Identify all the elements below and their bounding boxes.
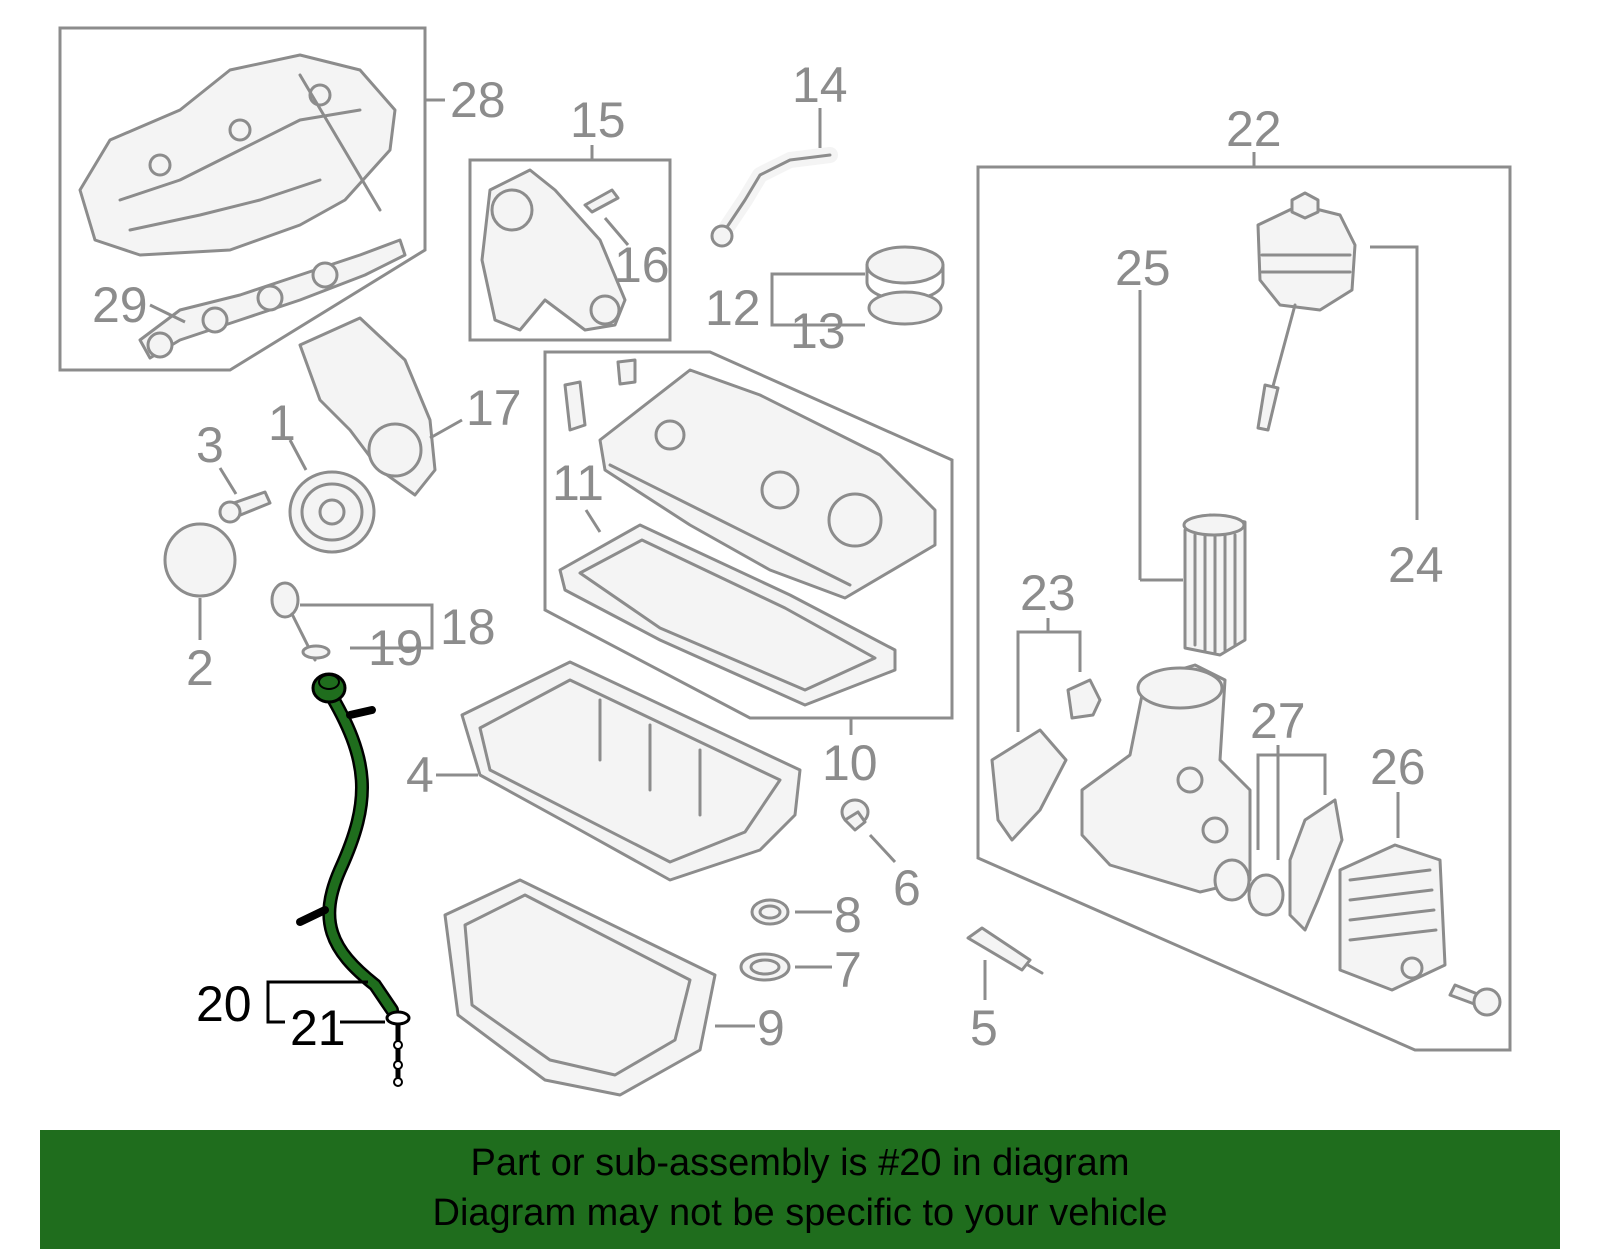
bolt-part-3 [218, 490, 272, 524]
label-9: 9 [757, 1000, 785, 1056]
leader-23-left [1016, 618, 1050, 732]
label-27: 27 [1250, 693, 1306, 749]
label-4: 4 [406, 747, 434, 803]
gasket-part-27c [1288, 798, 1344, 932]
label-21: 21 [290, 1000, 346, 1056]
drain-plug-part-6 [840, 798, 870, 832]
group-box-22 [976, 165, 1512, 1052]
leader-6 [868, 833, 897, 864]
label-24: 24 [1388, 537, 1444, 593]
label-19: 19 [368, 620, 424, 676]
dipstick-tube-part-20[interactable] [296, 672, 399, 1017]
label-1: 1 [268, 395, 296, 451]
seal-part-19 [301, 644, 331, 660]
label-2: 2 [186, 640, 214, 696]
leader-21-bracket [266, 1000, 285, 1024]
label-5: 5 [970, 1000, 998, 1056]
oil-pan-upper-part-4 [460, 660, 802, 882]
leader-3 [218, 467, 238, 495]
label-6: 6 [893, 860, 921, 916]
leader-27-left [1256, 745, 1280, 850]
oil-filter-part-25 [1182, 513, 1247, 657]
gasket-part-23a [990, 728, 1068, 842]
label-12: 12 [705, 280, 761, 336]
leader-12 [770, 272, 865, 300]
banner-line-2: Diagram may not be specific to your vehi… [432, 1192, 1168, 1234]
filter-cap-part-24 [1256, 191, 1357, 432]
clip-part-16 [583, 188, 620, 214]
label-14: 14 [792, 57, 848, 113]
info-banner: Part or sub-assembly is #20 in diagram D… [40, 1130, 1560, 1249]
cap-part-2 [163, 522, 237, 598]
breather-hose-part-14 [710, 147, 838, 248]
label-3: 3 [196, 417, 224, 473]
oil-cooler-part-26 [1338, 843, 1447, 992]
sealant-tube-part-5 [966, 926, 1044, 975]
label-13: 13 [790, 303, 846, 359]
banner-line-1: Part or sub-assembly is #20 in diagram [470, 1142, 1130, 1184]
timing-cover-part-15 [480, 168, 627, 332]
leader-18 [300, 603, 434, 650]
bolt-part-cooler [1448, 983, 1502, 1017]
label-15: 15 [570, 92, 626, 148]
leader-29 [149, 303, 186, 324]
label-10: 10 [822, 735, 878, 791]
oil-cap-seal-part-13 [867, 290, 943, 326]
label-7: 7 [834, 942, 862, 998]
label-26: 26 [1370, 739, 1426, 795]
leader-13 [770, 300, 865, 327]
group-box-28 [58, 26, 427, 372]
front-cover-part-17 [298, 316, 437, 497]
oil-pan-lower-part-9 [443, 878, 717, 1097]
label-23: 23 [1020, 565, 1076, 621]
label-17: 17 [466, 380, 522, 436]
leader-1 [288, 439, 308, 471]
pulley-part-1 [288, 470, 376, 554]
label-16: 16 [614, 237, 670, 293]
label-25: 25 [1115, 240, 1171, 296]
valve-cover-gasket-part-11 [558, 523, 897, 707]
o-ring-part-27a [1213, 858, 1251, 902]
leader-11 [584, 509, 602, 533]
label-11: 11 [552, 455, 604, 511]
leader-23-right [1048, 630, 1082, 672]
leader-24 [1370, 245, 1419, 520]
group-box-15 [468, 158, 672, 342]
label-18: 18 [440, 599, 496, 655]
seal-part-21 [385, 1010, 411, 1087]
label-20: 20 [196, 976, 252, 1032]
group-box-10 [543, 350, 954, 720]
label-28: 28 [450, 72, 506, 128]
leader-27-right [1278, 753, 1327, 795]
leader-16 [603, 217, 630, 246]
seal-part-8 [750, 898, 790, 926]
label-29: 29 [92, 277, 148, 333]
valve-cover-part-10 [563, 358, 937, 600]
manifold-gasket-part-29 [138, 238, 407, 360]
label-8: 8 [834, 887, 862, 943]
label-22: 22 [1226, 101, 1282, 157]
gasket-part-23b [1066, 678, 1102, 720]
seal-part-7 [739, 952, 791, 982]
o-ring-part-27b [1247, 873, 1285, 917]
filter-housing [1080, 663, 1252, 894]
leader-17 [429, 418, 463, 440]
intake-manifold-part-28 [78, 53, 397, 257]
